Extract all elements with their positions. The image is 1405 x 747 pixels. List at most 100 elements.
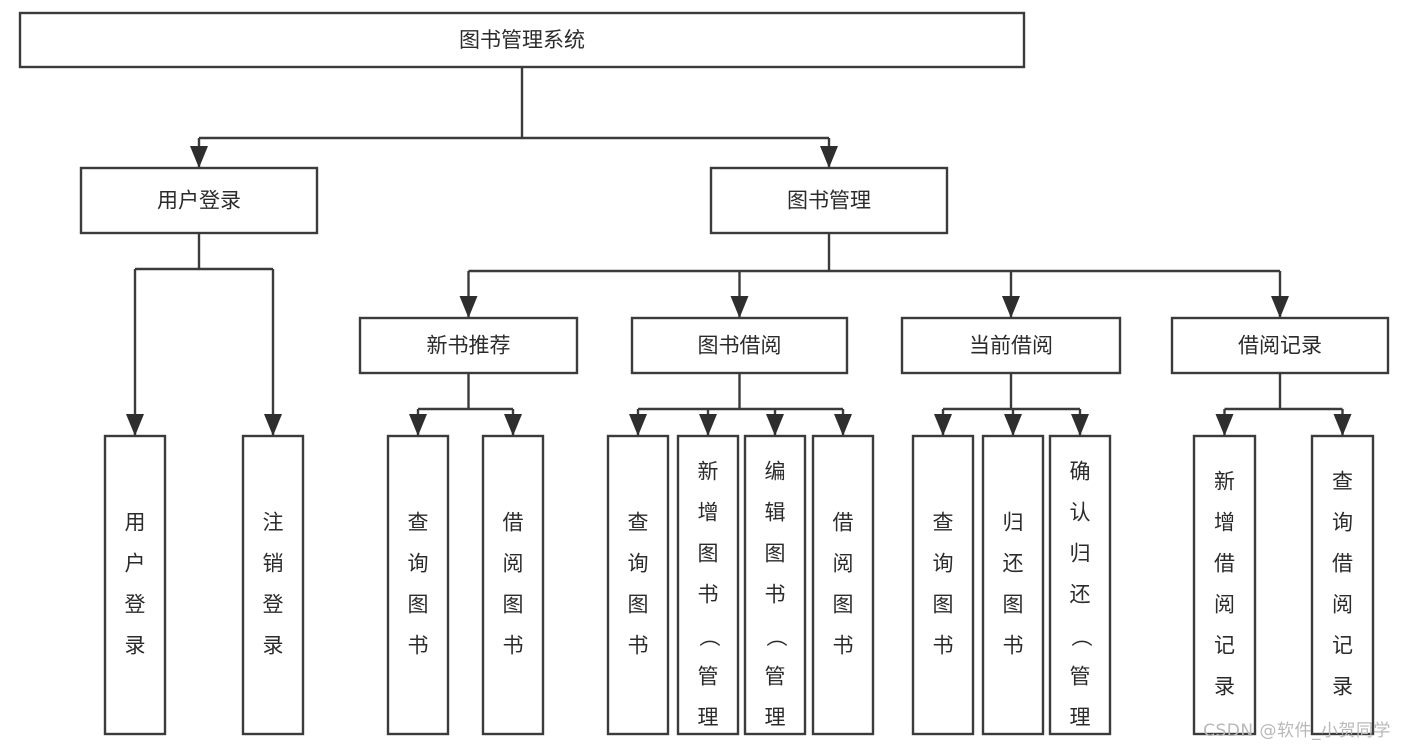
node-box-leaf-query-book-rec — [386, 434, 450, 736]
node-label-leaf-borrow-book-rec-char-3: 书 — [503, 634, 524, 658]
node-label-leaf-add-record-char-3: 阅 — [1214, 593, 1235, 617]
node-box-book-borrow — [630, 316, 849, 375]
node-label-book-borrow: 图书借阅 — [698, 334, 782, 358]
node-user-login[interactable]: 用户登录 — [79, 166, 319, 235]
node-new-book-recommend[interactable]: 新书推荐 — [358, 316, 579, 375]
node-current-borrow[interactable]: 当前借阅 — [900, 316, 1122, 375]
node-box-leaf-user-logout — [241, 434, 305, 736]
arrow-head-icon — [766, 414, 784, 436]
arrow-head-icon — [1215, 414, 1234, 436]
node-box-leaf-query-record — [1310, 434, 1375, 736]
node-box-leaf-query-book-brw — [606, 434, 670, 736]
node-label-leaf-query-record-char-2: 借 — [1332, 552, 1353, 576]
node-label-leaf-confirm-return-char-2: 归 — [1070, 542, 1091, 566]
nodes-layer: 图书管理系统用户登录图书管理新书推荐图书借阅当前借阅借阅记录用户登录注销登录查询… — [18, 11, 1390, 747]
node-label-leaf-query-book-cur-char-1: 询 — [933, 552, 954, 576]
node-book-borrow[interactable]: 图书借阅 — [630, 316, 849, 375]
edge-group-root — [190, 67, 838, 168]
node-box-leaf-edit-book — [743, 434, 807, 736]
arrow-head-icon — [1071, 414, 1089, 436]
edge-group-current-borrow — [934, 373, 1089, 436]
arrow-head-icon — [126, 414, 144, 436]
arrow-head-icon — [834, 414, 852, 436]
node-label-leaf-add-record-char-4: 记 — [1214, 634, 1235, 658]
node-box-book-manage — [709, 166, 949, 235]
node-label-leaf-user-login-char-1: 户 — [125, 552, 146, 576]
node-label-leaf-query-record-char-1: 询 — [1332, 511, 1353, 535]
arrow-head-icon — [820, 146, 838, 168]
arrow-head-icon — [1333, 414, 1352, 436]
arrow-head-icon — [504, 414, 522, 436]
node-label-leaf-confirm-return-char-5: 管 — [1070, 665, 1091, 689]
edge-group-new-book-recommend — [409, 373, 522, 436]
node-root[interactable]: 图书管理系统 — [18, 11, 1026, 69]
node-label-leaf-add-record-char-1: 增 — [1214, 511, 1235, 535]
node-label-leaf-edit-book-char-6: 理 — [765, 706, 786, 730]
node-box-borrow-record — [1170, 316, 1390, 375]
node-label-leaf-query-book-brw-char-2: 图 — [628, 593, 649, 617]
node-label-leaf-add-record-char-2: 借 — [1214, 552, 1235, 576]
node-label-book-manage: 图书管理 — [787, 189, 871, 213]
node-label-leaf-return-book-char-1: 还 — [1003, 552, 1024, 576]
node-label-leaf-query-book-rec-char-1: 询 — [408, 552, 429, 576]
arrow-head-icon — [190, 146, 208, 168]
arrow-head-icon — [699, 414, 717, 436]
node-label-leaf-borrow-book-brw-char-0: 借 — [833, 511, 854, 535]
node-label-leaf-borrow-book-rec-char-1: 阅 — [503, 552, 524, 576]
node-label-root: 图书管理系统 — [459, 28, 585, 52]
node-label-leaf-edit-book-char-3: 书 — [765, 583, 786, 607]
node-box-leaf-borrow-book-brw — [811, 434, 875, 736]
node-box-leaf-query-book-cur — [911, 434, 975, 736]
node-label-leaf-confirm-return-char-6: 理 — [1070, 706, 1091, 730]
node-label-leaf-edit-book-char-5: 管 — [765, 665, 786, 689]
node-book-manage[interactable]: 图书管理 — [709, 166, 949, 235]
node-box-new-book-recommend — [358, 316, 579, 375]
node-box-user-login — [79, 166, 319, 235]
edge-group-book-borrow — [629, 373, 852, 436]
node-box-current-borrow — [900, 316, 1122, 375]
node-borrow-record[interactable]: 借阅记录 — [1170, 316, 1390, 375]
node-label-leaf-query-book-rec-char-0: 查 — [408, 511, 429, 535]
node-label-leaf-return-book-char-3: 书 — [1003, 634, 1024, 658]
node-label-leaf-return-book-char-2: 图 — [1003, 593, 1024, 617]
arrow-head-icon — [459, 296, 478, 318]
node-label-leaf-query-record-char-4: 记 — [1332, 634, 1353, 658]
edge-group-borrow-record — [1215, 373, 1352, 436]
arrow-head-icon — [934, 414, 952, 436]
node-label-leaf-user-logout-char-3: 录 — [263, 634, 284, 658]
node-label-leaf-query-book-brw-char-3: 书 — [628, 634, 649, 658]
arrow-head-icon — [730, 296, 749, 318]
node-box-root — [18, 11, 1026, 69]
node-label-leaf-borrow-book-rec-char-2: 图 — [503, 593, 524, 617]
node-label-current-borrow: 当前借阅 — [969, 334, 1053, 358]
node-label-leaf-user-login-char-3: 录 — [125, 634, 146, 658]
node-label-leaf-query-book-cur-char-2: 图 — [933, 593, 954, 617]
node-leaf-user-login[interactable]: 用户登录 — [103, 434, 167, 736]
node-label-leaf-query-book-brw-char-1: 询 — [628, 552, 649, 576]
node-label-leaf-add-book-char-3: 书 — [698, 583, 719, 607]
node-label-leaf-add-book-char-6: 理 — [698, 706, 719, 730]
node-label-borrow-record: 借阅记录 — [1238, 334, 1322, 358]
node-label-leaf-add-book-char-5: 管 — [698, 665, 719, 689]
node-box-leaf-user-login — [103, 434, 167, 736]
node-label-leaf-edit-book-char-2: 图 — [765, 542, 786, 566]
node-label-leaf-add-book-char-2: 图 — [698, 542, 719, 566]
node-label-leaf-confirm-return-char-0: 确 — [1070, 460, 1091, 484]
node-label-leaf-add-book-char-0: 新 — [698, 460, 719, 484]
node-label-leaf-borrow-book-brw-char-2: 图 — [833, 593, 854, 617]
node-label-leaf-add-book-char-4: （ — [697, 626, 721, 647]
